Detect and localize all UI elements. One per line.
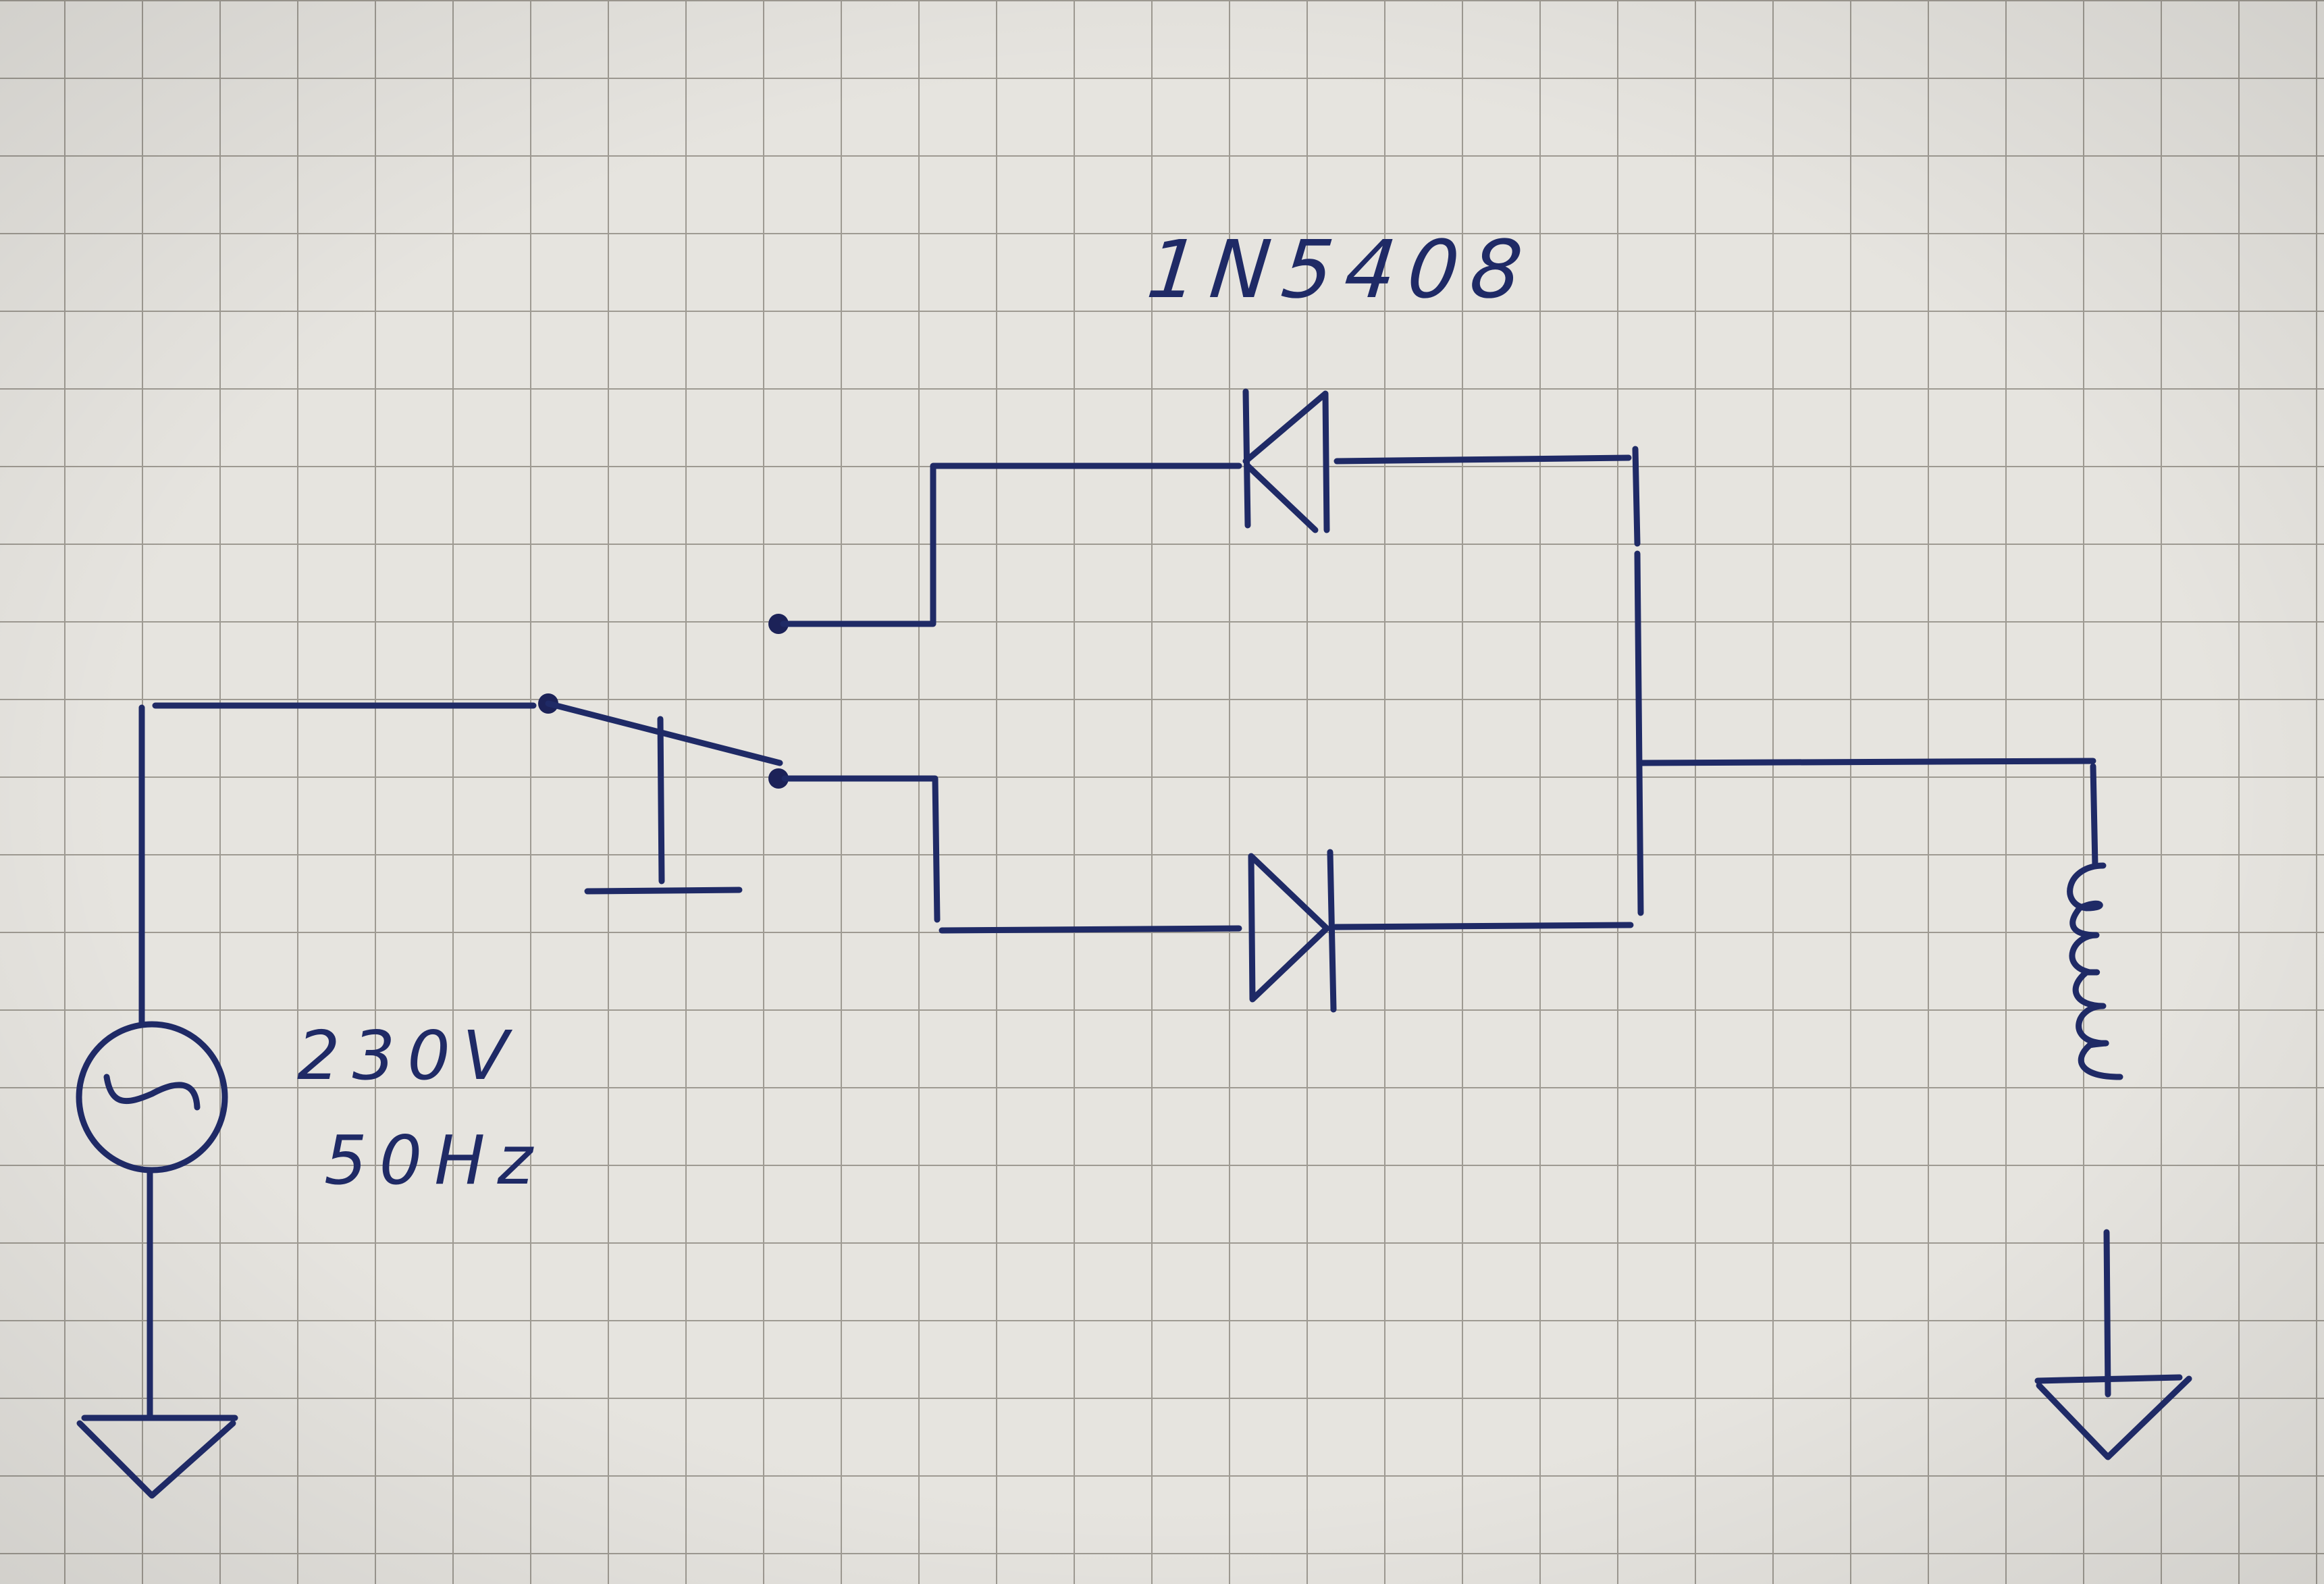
inductor-icon <box>2067 862 2123 1080</box>
wire-bottom-right <box>1332 922 1634 930</box>
ac-source-icon <box>76 1021 228 1173</box>
wire-junction-vertical <box>1632 446 1644 916</box>
wire-lower-branch <box>781 775 941 923</box>
wire-load-top <box>2090 763 2098 869</box>
wire-upper-branch <box>780 463 1242 627</box>
diode-part-label: 1N5408 <box>1142 223 1539 316</box>
wire-bottom-left <box>939 925 1242 934</box>
wire-top-right <box>1333 454 1632 465</box>
wire-load-bottom <box>2103 1229 2111 1398</box>
diode-top-icon <box>1242 388 1330 533</box>
wire-to-load <box>1637 758 2096 766</box>
ground-right-icon <box>2034 1374 2192 1460</box>
spdt-switch-icon <box>538 614 789 895</box>
source-voltage-label: 230V <box>297 1016 521 1095</box>
ground-left-icon <box>76 1415 238 1499</box>
diode-bottom-icon <box>1248 849 1337 1013</box>
source-frequency-label: 50Hz <box>324 1121 545 1200</box>
